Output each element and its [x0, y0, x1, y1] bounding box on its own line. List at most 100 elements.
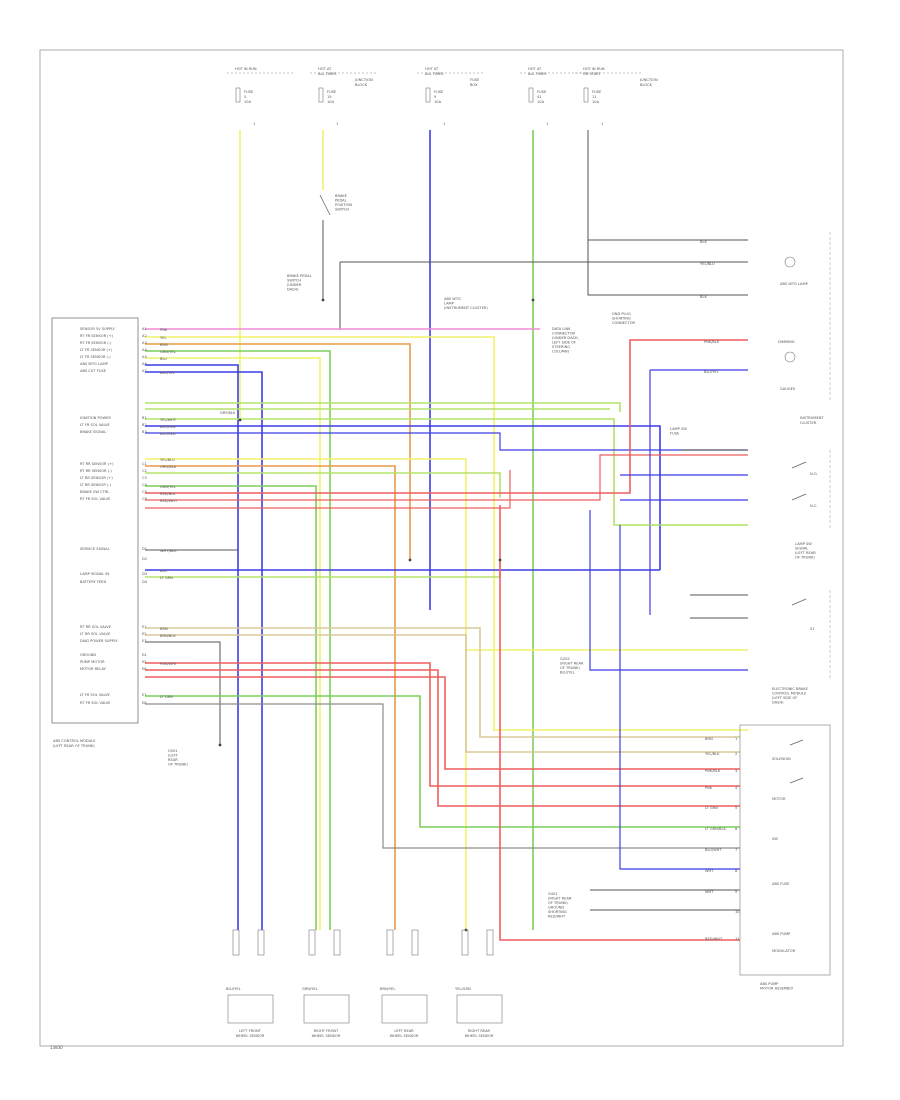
wire-label: RED/WHT: [705, 937, 723, 941]
module-pin-label: BRAKE SW CTRL: [80, 490, 109, 494]
module-pin-number: C4: [142, 483, 148, 487]
module-pin-label: RT FR SOL VALVE: [80, 701, 111, 705]
power-source-label: HOT IN RUN: [583, 67, 605, 71]
wire-blue-row: [145, 371, 263, 930]
wire-black-feed: [587, 240, 748, 296]
note-label: OF TRUNK): [795, 556, 815, 560]
wire-red-rear: [145, 454, 748, 501]
modulator-label: ABS FUSE: [772, 882, 790, 886]
abs-indicator-lamp: [784, 256, 796, 268]
wire-yellow-row: [145, 357, 321, 930]
fuse-icon: [318, 87, 324, 103]
note-label: SHORTING: [612, 317, 631, 321]
module-pin-number: D4: [142, 580, 148, 584]
modulator-title: MOTOR ASSEMBLY: [760, 987, 794, 991]
fuse-number: 9: [434, 95, 437, 99]
wire-label: BRN: [160, 627, 168, 631]
wire-label: WHT: [705, 890, 714, 894]
wheel-sensor: [227, 994, 274, 1024]
wire-label: YEL/BLU: [160, 458, 175, 462]
wire-red-valve: [145, 676, 740, 770]
module-pin-label: GROUND: [80, 653, 96, 657]
wire-label: BLU/RED: [160, 432, 176, 436]
note-label: SIGNAL: [795, 547, 808, 551]
wire-label: GRN/YEL: [160, 350, 176, 354]
wheel-sensor: [381, 994, 428, 1024]
note-label: LAMP SW: [670, 427, 687, 431]
sensor-title: WHEEL SENSOR: [465, 1034, 494, 1038]
ground-label: RED/WHT: [548, 915, 566, 919]
modulator-label: MODULATOR: [772, 949, 796, 953]
wire-red-rear: [145, 339, 748, 494]
connector-pin: 1: [735, 737, 737, 741]
connector-pin: 1: [601, 122, 603, 126]
module-pin-label: LAMP SIGNAL IN: [80, 572, 109, 576]
fuse-number: 15: [327, 95, 332, 99]
module-pin-label: ABS WTG LAMP: [80, 362, 109, 366]
module-pin-number: D3: [142, 572, 147, 576]
ground-label: (RIGHT REAR: [548, 897, 572, 901]
connector-pin: 4: [735, 786, 738, 790]
note-label: LAMP SW: [795, 542, 812, 546]
module-pin-label: RT RR SENSOR (-): [80, 469, 112, 473]
wire-layer: [145, 130, 748, 941]
sensor-connector: [486, 929, 494, 956]
sensor-code: BRN/YEL: [380, 987, 395, 991]
ground-label: GROUND: [548, 906, 564, 910]
fuse-icon: [583, 87, 589, 103]
modulator-label: SW: [772, 837, 778, 841]
fuse-number: 41: [537, 95, 542, 99]
wire-orange-rear: [145, 465, 396, 930]
connector-pin: 10: [735, 910, 740, 914]
module-pin-label: IGNITION POWER: [80, 416, 111, 420]
sensor-code: BLU/YEL: [226, 987, 241, 991]
note-label: FUSE: [670, 432, 680, 436]
sensor-connector: [308, 929, 316, 956]
note-label: CONNECTOR: [612, 321, 636, 325]
module-pin-label: BATTERY FEED: [80, 580, 106, 584]
wire-label: GRN/YEL: [160, 485, 176, 489]
note-label: DASH): [287, 288, 299, 292]
fuse-icon: [235, 87, 241, 103]
wire-label: PNK/BLK: [704, 340, 720, 344]
sensor-title: RIGHT REAR: [468, 1029, 491, 1033]
wire-tan-valve: [145, 627, 740, 738]
fuse-icon: [425, 87, 431, 103]
power-source-label: HOT AT: [318, 67, 332, 71]
module-pin-number: E1: [142, 625, 147, 629]
note-label: G202: [560, 657, 570, 661]
note-label: (UNDER DASH,: [552, 336, 579, 340]
module-pin-number: C6: [142, 497, 148, 501]
modulator-label: MOTOR: [772, 797, 786, 801]
diagram-frame: [39, 49, 844, 1047]
wire-label: BRN: [160, 343, 168, 347]
power-source-label: HOT AT: [425, 67, 439, 71]
sensor-code: GRN/YEL: [302, 987, 318, 991]
wire-label: LT GRN/BLK: [705, 827, 726, 831]
relay-contact: [789, 777, 804, 784]
module-pin-number: E7: [142, 693, 147, 697]
module-pin-number: B3: [142, 430, 147, 434]
module-pin-label: RT FR SENSOR (-): [80, 341, 112, 345]
wire-lightgreen-row: [145, 402, 621, 412]
connector-pin: 1: [546, 122, 548, 126]
wire-label: WHT/BLK: [160, 549, 177, 553]
fuse-number: 5: [244, 95, 246, 99]
brake-switch-contact: [319, 194, 331, 216]
module-pin-label: ABS CUT FUSE: [80, 369, 107, 373]
connector-pin: 1: [443, 122, 445, 126]
wire-red-motor: [145, 662, 740, 787]
sensor-title: LEFT FRONT: [239, 1029, 262, 1033]
module-title: (LEFT REAR OF TRUNK): [53, 744, 95, 748]
module-pin-number: A1: [142, 327, 147, 331]
wire-lightgreen-rear: [145, 472, 501, 498]
power-source-label: HOT IN RUN: [235, 67, 257, 71]
wire-yellow-row: [145, 336, 748, 731]
module-title: ABS CONTROL MODULE: [53, 739, 96, 743]
note-label: BRAKE PEDAL: [287, 274, 312, 278]
wire-label: YEL/BLU: [700, 262, 715, 266]
wire-label: YEL/WHT: [160, 418, 177, 422]
fuse-number: 11: [592, 95, 597, 99]
abs-modulator: [739, 724, 831, 976]
module-pin-label: LT FR SENSOR (-): [80, 355, 111, 359]
